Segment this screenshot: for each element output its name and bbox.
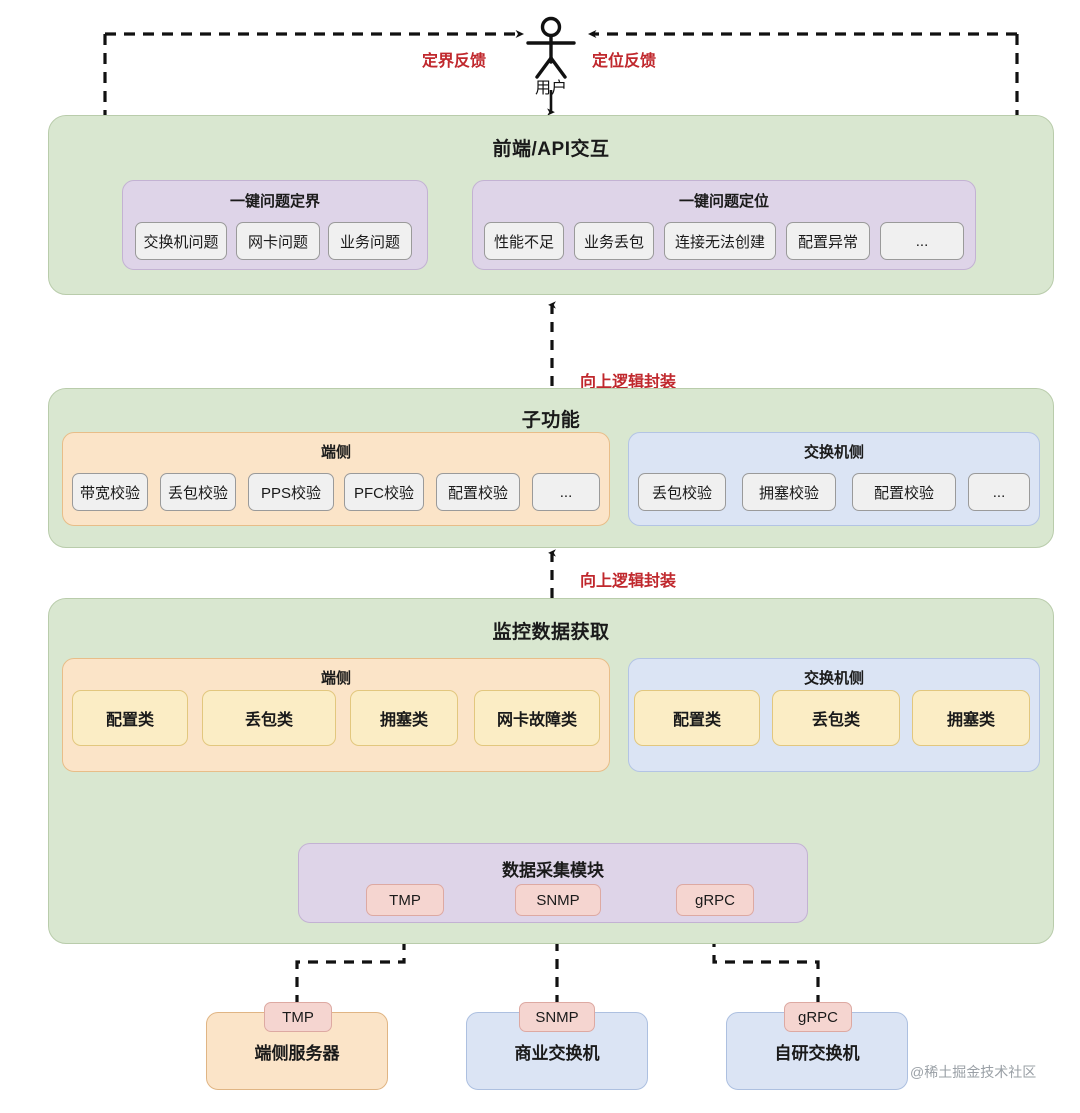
chip-business-packet-loss[interactable]: 业务丢包 [574, 222, 654, 260]
chip-bandwidth-check[interactable]: 带宽校验 [72, 473, 148, 511]
group-host-side-data-title: 端侧 [320, 670, 351, 687]
upward-encapsulation-label-1: 向上逻辑封装 [580, 374, 677, 391]
layer-frontend-api-title: 前端/API交互 [492, 139, 610, 160]
chip-switch-congestion-check[interactable]: 拥塞校验 [742, 473, 836, 511]
group-switch-side-check-title: 交换机侧 [803, 444, 864, 461]
chip-switch-configuration-type[interactable]: 配置类 [634, 690, 760, 746]
left-feedback-label: 定界反馈 [422, 53, 487, 70]
chip-more-host-check[interactable]: ... [532, 473, 600, 511]
chip-protocol-grpc[interactable]: gRPC [676, 884, 754, 916]
group-one-click-demarcation-title: 一键问题定界 [229, 193, 320, 210]
chip-business-problem[interactable]: 业务问题 [328, 222, 412, 260]
group-switch-side-data-title: 交换机侧 [803, 670, 864, 687]
chip-switch-packet-loss-type[interactable]: 丢包类 [772, 690, 900, 746]
actor-label: 用户 [534, 80, 567, 97]
chip-switch-problem[interactable]: 交换机问题 [135, 222, 227, 260]
group-host-side-check: 端侧 [62, 432, 610, 526]
chip-nic-problem[interactable]: 网卡问题 [236, 222, 320, 260]
chip-switch-congestion-type[interactable]: 拥塞类 [912, 690, 1030, 746]
chip-pfc-check[interactable]: PFC校验 [344, 473, 424, 511]
chip-switch-packet-loss-check[interactable]: 丢包校验 [638, 473, 726, 511]
chip-host-congestion-type[interactable]: 拥塞类 [350, 690, 458, 746]
chip-insufficient-performance[interactable]: 性能不足 [484, 222, 564, 260]
chip-switch-configuration-check[interactable]: 配置校验 [852, 473, 956, 511]
chip-host-configuration-type[interactable]: 配置类 [72, 690, 188, 746]
group-one-click-localization-title: 一键问题定位 [678, 193, 769, 210]
user-stick-figure-icon [526, 16, 576, 79]
chip-configuration-check[interactable]: 配置校验 [436, 473, 520, 511]
device-commercial-switch-protocol-badge: SNMP [519, 1002, 595, 1032]
group-host-side-check-title: 端侧 [320, 444, 351, 461]
watermark: @稀土掘金技术社区 [910, 1064, 1037, 1080]
chip-connection-cannot-be-created[interactable]: 连接无法创建 [664, 222, 776, 260]
chip-protocol-tmp[interactable]: TMP [366, 884, 444, 916]
chip-configuration-anomaly[interactable]: 配置异常 [786, 222, 870, 260]
upward-encapsulation-label-2: 向上逻辑封装 [580, 573, 677, 590]
chip-more-switch-check[interactable]: ... [968, 473, 1030, 511]
chip-pps-check[interactable]: PPS校验 [248, 473, 334, 511]
device-self-developed-switch-protocol-badge: gRPC [784, 1002, 852, 1032]
chip-nic-fault-type[interactable]: 网卡故障类 [474, 690, 600, 746]
device-host-server-protocol-badge: TMP [264, 1002, 332, 1032]
chip-more-localization[interactable]: ... [880, 222, 964, 260]
layer-sub-function-title: 子功能 [521, 410, 581, 431]
chip-protocol-snmp[interactable]: SNMP [515, 884, 601, 916]
layer-monitoring-data-acquisition-title: 监控数据获取 [492, 622, 610, 643]
group-data-collection-module-title: 数据采集模块 [502, 861, 604, 880]
chip-packet-loss-check[interactable]: 丢包校验 [160, 473, 236, 511]
right-feedback-label: 定位反馈 [592, 53, 657, 70]
chip-host-packet-loss-type[interactable]: 丢包类 [202, 690, 336, 746]
